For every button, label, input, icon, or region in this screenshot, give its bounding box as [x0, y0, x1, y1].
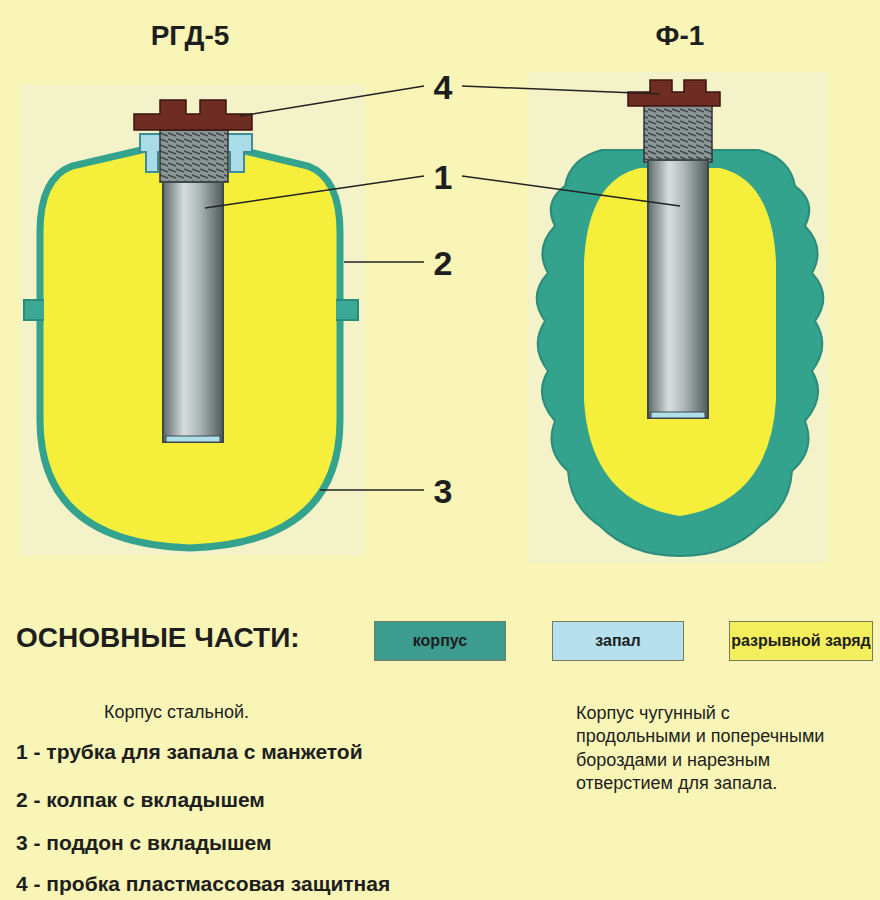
callout-number: 2	[428, 244, 458, 283]
leader-line	[205, 176, 424, 208]
legend-swatch: корпус	[374, 621, 506, 661]
callout-number: 3	[428, 472, 458, 511]
part-item: 3 - поддон с вкладышем	[16, 831, 556, 855]
rgd5-fuse-tube	[163, 182, 223, 442]
panel	[20, 85, 365, 555]
leader-lines	[205, 86, 680, 490]
f1-fuse-tube	[648, 160, 708, 418]
part-item: 4 - пробка пластмассовая защитная	[16, 872, 556, 896]
rgd5-plug	[134, 100, 252, 130]
body-note: Корпус стальной.	[104, 702, 354, 723]
rgd5-tube-bottom	[166, 436, 220, 442]
leader-line	[344, 261, 424, 263]
rgd5-body	[40, 148, 340, 548]
f1-grenade	[537, 80, 824, 556]
f1-thread	[644, 104, 712, 162]
leader-line	[320, 489, 424, 491]
legend-text: корпус	[413, 633, 467, 650]
part-item: 1 - трубка для запала с манжетой	[16, 740, 556, 764]
leader-line	[462, 176, 680, 206]
leader-line	[462, 86, 660, 94]
grenade-title: РГД-5	[90, 20, 290, 52]
rgd5-flange	[24, 300, 44, 320]
legend-text: запал	[595, 633, 640, 650]
rgd5-thread	[160, 130, 228, 182]
f1-tube-bottom	[651, 412, 705, 418]
callout-number: 4	[428, 68, 458, 107]
f1-body	[537, 150, 824, 556]
rgd5-grenade	[24, 100, 358, 548]
leader-line	[240, 86, 424, 116]
panel	[528, 72, 828, 562]
rgd5-flange	[336, 300, 358, 320]
legend-text: разрывной заряд	[731, 633, 871, 650]
grenade-title: Ф-1	[580, 20, 780, 52]
body-note: Корпус чугунный с продольными и поперечн…	[576, 702, 846, 796]
parts-heading: ОСНОВНЫЕ ЧАСТИ:	[16, 622, 366, 654]
legend-swatch: запал	[552, 621, 684, 661]
callout-number: 1	[428, 158, 458, 197]
part-item: 2 - колпак с вкладышем	[16, 788, 556, 812]
legend-swatch: разрывной заряд	[729, 621, 873, 661]
